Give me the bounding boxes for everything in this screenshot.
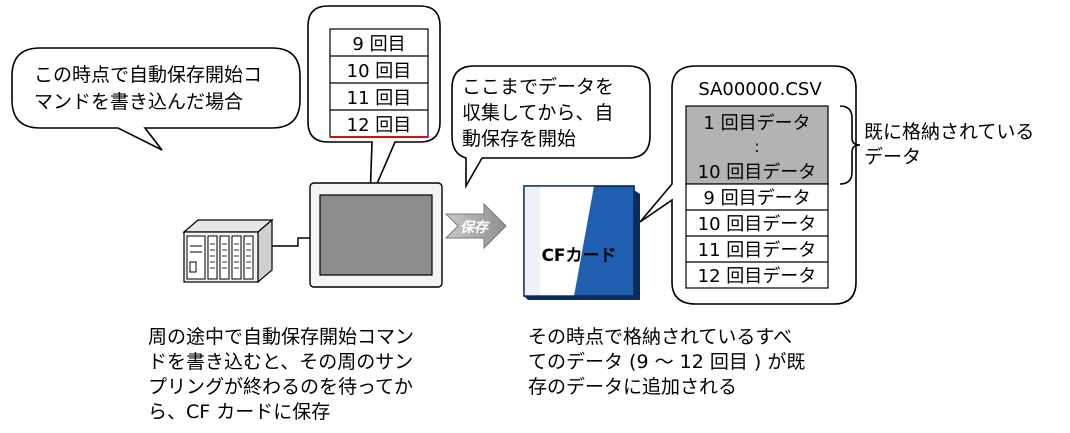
display-screen bbox=[319, 194, 433, 276]
existing-data-bracket bbox=[839, 105, 861, 185]
callout-collect: ここまでデータを 収集してから、自 動保存を開始 bbox=[451, 65, 651, 190]
connection-cable bbox=[272, 237, 310, 247]
callout-command: この時点で自動保存開始コ マンドを書き込んだ場合 bbox=[11, 47, 301, 151]
existing-last-row: 10 回目データ bbox=[698, 162, 817, 183]
callout-collect-line-2: 収集してから、自 bbox=[462, 102, 613, 124]
existing-first-row: 1 回目データ bbox=[703, 113, 810, 134]
sample-item-4: 12 回目 bbox=[347, 115, 412, 136]
save-arrow: 保存 bbox=[444, 202, 507, 250]
callout-sample-list: 9 回目 10 回目 11 回目 12 回目 bbox=[307, 5, 441, 201]
sample-item-1: 9 回目 bbox=[352, 34, 405, 55]
bracket-label-line-1: 既に格納されている bbox=[864, 121, 1034, 143]
callout-command-line-1: この時点で自動保存開始コ bbox=[34, 64, 262, 86]
existing-ellipsis: : bbox=[754, 137, 759, 156]
display-panel-icon bbox=[309, 182, 443, 288]
csv-file-callout: SA00000.CSV 1 回目データ : 10 回目データ 9 回目データ 1… bbox=[639, 65, 857, 305]
callout-collect-line-3: 動保存を開始 bbox=[462, 128, 576, 150]
caption-right-line-3: 存のデータに追加される bbox=[528, 376, 738, 398]
plc-icon bbox=[182, 218, 274, 284]
callout-collect-line-1: ここまでデータを bbox=[462, 76, 614, 98]
save-arrow-label: 保存 bbox=[460, 219, 490, 236]
sample-item-3: 11 回目 bbox=[347, 88, 412, 109]
cf-card-label: CFカード bbox=[541, 246, 616, 266]
caption-right-line-2: てのデータ (9 ～ 12 回目 ) が既 bbox=[528, 351, 806, 373]
appended-row-3: 11 回目データ bbox=[698, 240, 817, 261]
caption-left-line-4: ら、CF カードに保存 bbox=[148, 401, 331, 423]
existing-data-block bbox=[685, 105, 829, 185]
cf-card-icon: CFカード bbox=[523, 185, 640, 300]
caption-right: その時点で格納されているすべ てのデータ (9 ～ 12 回目 ) が既 存のデ… bbox=[528, 325, 805, 400]
callout-command-line-2: マンドを書き込んだ場合 bbox=[34, 91, 243, 113]
bracket-label-line-2: データ bbox=[864, 146, 921, 168]
caption-left-line-2: ドを書き込むと、その周のサン bbox=[148, 351, 414, 373]
caption-right-line-1: その時点で格納されているすべ bbox=[528, 326, 793, 348]
appended-row-4: 12 回目データ bbox=[698, 266, 817, 287]
caption-left-line-3: プリングが終わるのを待ってか bbox=[148, 376, 414, 398]
appended-row-2: 10 回目データ bbox=[698, 214, 817, 235]
csv-filename: SA00000.CSV bbox=[698, 79, 822, 100]
sample-item-2: 10 回目 bbox=[347, 61, 412, 82]
caption-left-line-1: 周の途中で自動保存開始コマン bbox=[148, 326, 415, 348]
appended-row-1: 9 回目データ bbox=[703, 188, 810, 209]
caption-left: 周の途中で自動保存開始コマン ドを書き込むと、その周のサン プリングが終わるのを… bbox=[148, 325, 414, 425]
